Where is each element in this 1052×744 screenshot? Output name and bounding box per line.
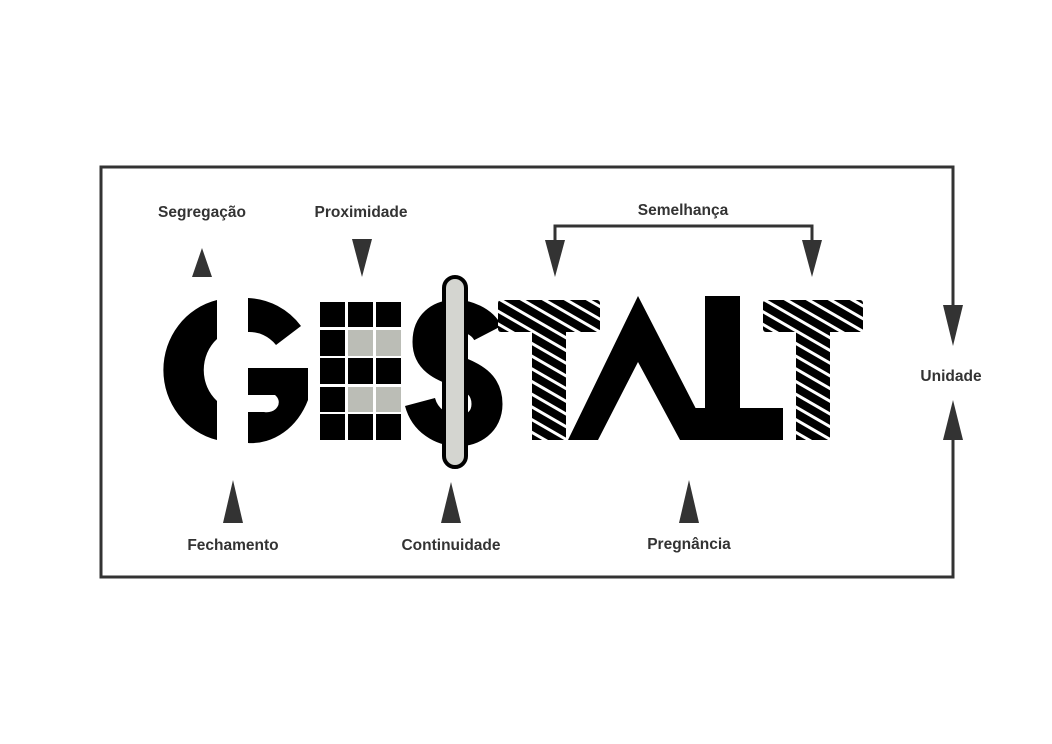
label-semelhanca: Semelhança [638, 202, 729, 219]
semelhanca-arrow-right-icon [802, 240, 822, 277]
proximidade-arrow-icon [352, 239, 372, 277]
unity-frame [99, 165, 955, 579]
pregnancia-arrow-icon [679, 480, 699, 523]
semelhanca-bracket [553, 224, 814, 250]
letter-s-dollar [405, 275, 503, 469]
label-unidade: Unidade [920, 368, 982, 385]
fechamento-arrow-icon [223, 480, 243, 523]
letter-l [680, 296, 783, 440]
letter-e-grid [320, 302, 401, 440]
segregacao-arrow-icon [192, 248, 212, 277]
unidade-arrow-down-icon [943, 305, 963, 346]
letter-t-striped-1 [498, 300, 600, 440]
label-pregnancia: Pregnância [647, 536, 731, 553]
letter-g [163, 298, 308, 444]
label-continuidade: Continuidade [401, 537, 500, 554]
letter-a [568, 296, 712, 440]
label-proximidade: Proximidade [314, 204, 407, 221]
continuity-bar [442, 275, 468, 469]
continuidade-arrow-icon [441, 482, 461, 523]
label-fechamento: Fechamento [187, 537, 278, 554]
semelhanca-arrow-left-icon [545, 240, 565, 277]
unidade-arrow-up-icon [943, 400, 963, 440]
label-segregacao: Segregação [158, 204, 246, 221]
letter-t-striped-2 [763, 300, 863, 440]
